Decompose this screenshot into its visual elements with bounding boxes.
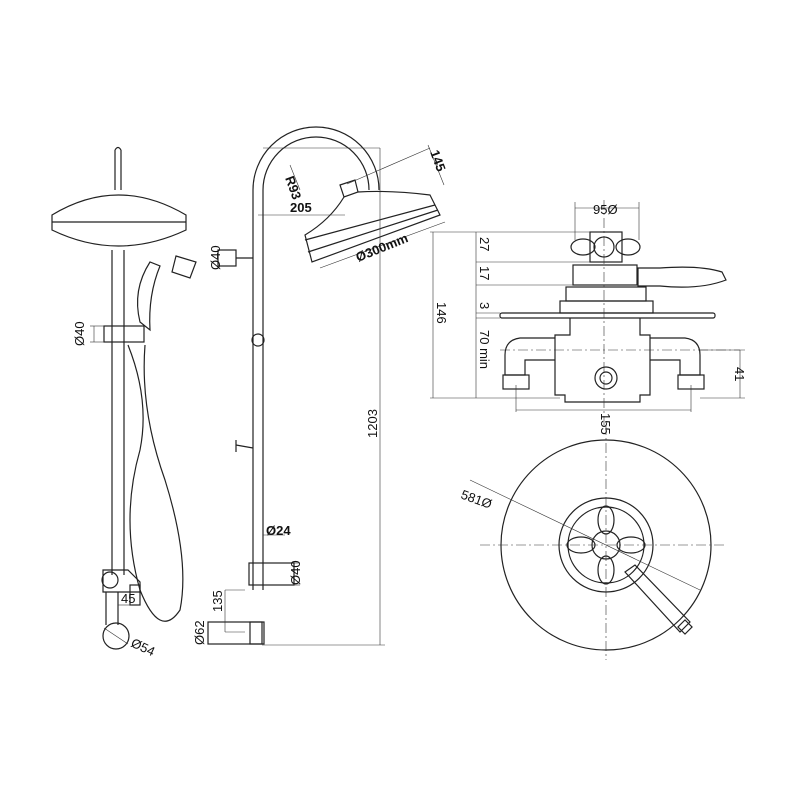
inlet-spacing-label: 155 [598,413,613,435]
riser-diameter-label: Ø24 [266,523,291,538]
left-front-view: Ø40 45 Ø54 [51,146,197,659]
collar-height-label: 17 [477,266,492,280]
elbow-diameter-label: Ø54 [129,635,158,659]
valve-front-view: 581Ø [459,425,725,660]
wall-offset-label: 135 [210,590,225,612]
bracket-diameter-label: Ø40 [208,245,223,270]
arm-reach-label: 205 [290,200,312,215]
arm-radius-label: R93 [282,174,304,202]
handle-diameter-label: 95Ø [593,202,618,217]
inlet-offset-label: 41 [732,367,747,381]
head-diameter-label: Ø300mm [354,230,411,264]
valve-side-view: 95Ø 27 17 3 70 min 146 41 155 [430,200,747,435]
rail-bracket-diameter-label: Ø40 [72,321,87,346]
head-depth-label: 145 [427,148,449,174]
total-depth-label: 146 [434,302,449,324]
plate-thickness-label: 3 [477,302,492,309]
plate-diameter-label: 581Ø [459,487,494,512]
total-height-label: 1203 [365,409,380,438]
body-depth-label: 70 min [477,330,492,369]
handle-height-label: 27 [477,237,492,251]
wall-flange-diameter-label: Ø62 [192,620,207,645]
side-view: R93 205 145 Ø300mm Ø40 1203 Ø24 Ø40 135 … [192,126,449,646]
valve-connector-diameter-label: Ø40 [288,560,303,585]
holder-offset-label: 45 [121,591,135,606]
